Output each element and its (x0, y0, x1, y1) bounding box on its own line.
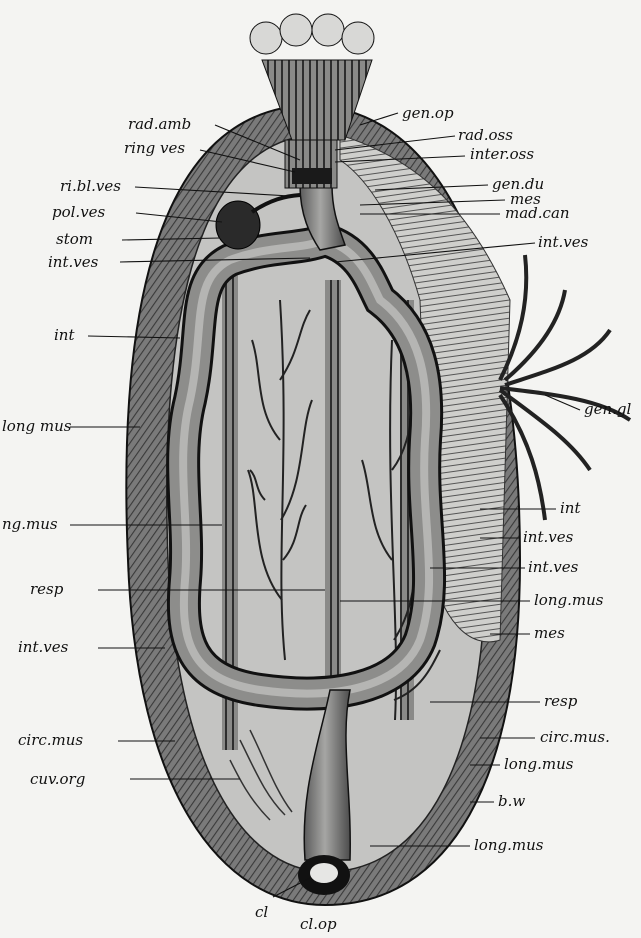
label-int-ves-right-top: int.ves (538, 233, 589, 251)
label-long-mus-left: long mus (2, 417, 72, 435)
label-gen-gl: gen.gl (584, 400, 632, 418)
label-circ-mus-left: circ.mus (18, 731, 83, 749)
label-cl: cl (255, 903, 268, 921)
label-resp-right: resp (544, 692, 578, 710)
label-circ-mus-right: circ.mus. (540, 728, 610, 746)
label-int-right: int (560, 499, 581, 517)
label-int-ves-right2: int.ves (528, 558, 579, 576)
label-b-w: b.w (498, 792, 525, 810)
label-long-mus-right: long.mus (504, 755, 574, 773)
label-stom: stom (56, 230, 93, 248)
label-rad-amb: rad.amb (128, 115, 191, 133)
label-rad-oss: rad.oss (458, 126, 513, 144)
label-long-mus-left2: ng.mus (2, 515, 58, 533)
label-mad-can: mad.can (505, 204, 570, 222)
label-cl-op: cl.op (300, 915, 337, 933)
label-ring-ves: ring ves (124, 139, 185, 157)
label-mes-right: mes (534, 624, 565, 642)
polian-vesicle (216, 201, 260, 249)
label-ri-bl-ves: ri.bl.ves (60, 177, 121, 195)
label-int-left: int (54, 326, 75, 344)
oral-tentacle-crown (250, 14, 374, 54)
label-gen-op: gen.op (402, 104, 454, 122)
genital-gland (500, 255, 630, 520)
label-int-ves-top: int.ves (48, 253, 99, 271)
label-inter-oss: inter.oss (470, 145, 534, 163)
label-int-ves-right1: int.ves (523, 528, 574, 546)
label-cuv-org: cuv.org (30, 770, 85, 788)
label-resp-left: resp (30, 580, 64, 598)
label-long-mus-mid: long.mus (534, 591, 604, 609)
label-int-ves-left: int.ves (18, 638, 69, 656)
label-pol-ves: pol.ves (52, 203, 106, 221)
label-long-mus-bottom: long.mus (474, 836, 544, 854)
